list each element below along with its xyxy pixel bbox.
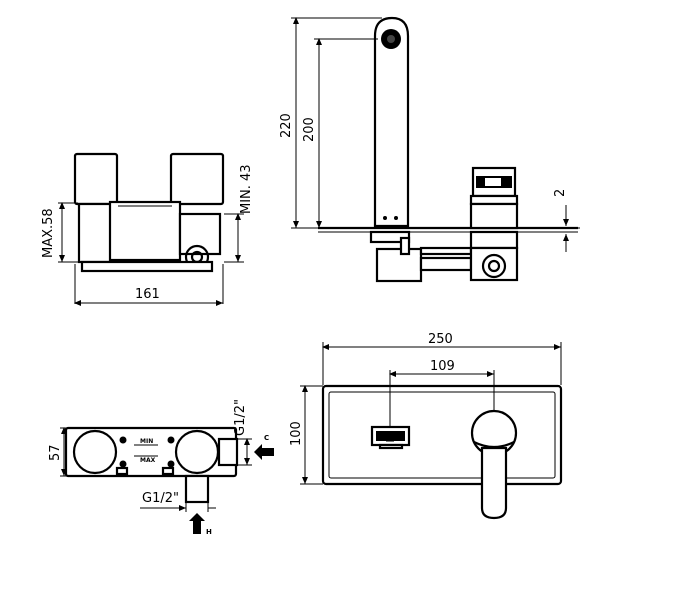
marking-max: MAX xyxy=(140,457,156,464)
spout xyxy=(373,16,410,228)
front-view: 220 200 2 xyxy=(279,16,580,283)
dim-220: 220 xyxy=(279,113,294,138)
lever-handle xyxy=(480,446,508,520)
cold-inlet xyxy=(217,437,239,467)
hot-arrow-icon xyxy=(189,513,205,534)
hot-inlet xyxy=(184,474,210,504)
top-view: MIN MAX G1/2" C G1/2" H 57 xyxy=(48,399,274,536)
dim-g12-cold: G1/2" xyxy=(233,399,248,436)
dim-57: 57 xyxy=(48,444,63,461)
side-handle-left xyxy=(73,152,119,206)
dim-109: 109 xyxy=(430,359,455,374)
rear-box-right xyxy=(469,246,519,282)
dim-g12-hot: G1/2" xyxy=(142,491,179,506)
side-view: MAX.58 MIN. 43 161 xyxy=(41,152,254,306)
cold-arrow-icon xyxy=(254,444,274,460)
side-base xyxy=(80,260,214,273)
marking-min: MIN xyxy=(140,438,153,445)
dim-max-58: MAX.58 xyxy=(41,208,56,258)
rear-box-left xyxy=(375,247,423,283)
dim-250: 250 xyxy=(428,332,453,347)
dim-min-43: MIN. 43 xyxy=(239,164,254,214)
side-body-left xyxy=(77,202,113,264)
plate-view: 250 109 100 xyxy=(289,332,563,520)
cold-label: C xyxy=(264,434,269,442)
top-handle-right xyxy=(174,429,220,475)
dim-100: 100 xyxy=(289,421,304,446)
mixer-body xyxy=(469,202,519,230)
wall-plate-front xyxy=(321,384,563,486)
side-connector xyxy=(178,212,222,256)
dim-2: 2 xyxy=(553,189,568,197)
side-body-main xyxy=(108,200,182,262)
top-handle-left xyxy=(72,429,118,475)
dim-161: 161 xyxy=(135,287,160,302)
dim-200: 200 xyxy=(302,117,317,142)
hot-label: H xyxy=(206,528,212,536)
side-handle-right xyxy=(169,152,225,206)
